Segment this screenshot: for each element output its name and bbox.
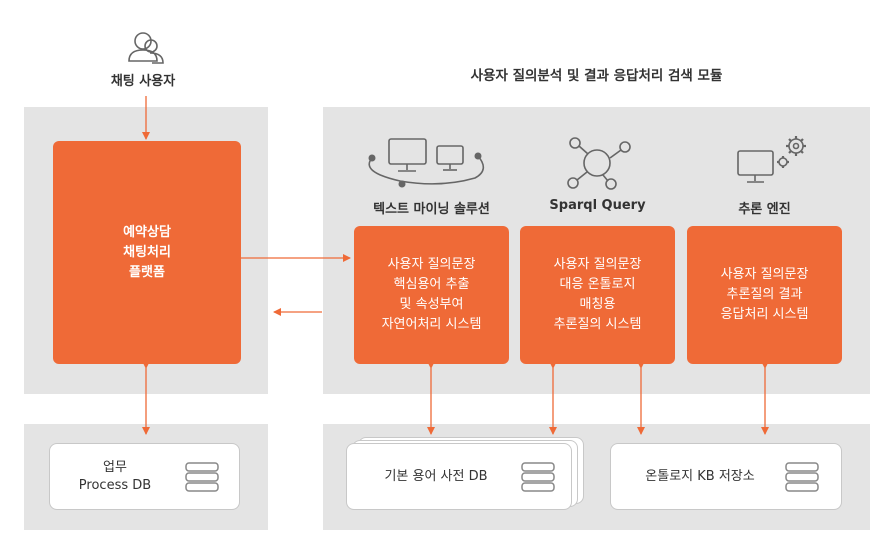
inference-system-box: 사용자 질의문장 추론질의 결과 응답처리 시스템: [687, 226, 842, 364]
platform-line-3: 플랫폼: [129, 264, 165, 280]
reservation-chat-platform: 예약상담 채팅처리 플랫폼: [53, 141, 241, 364]
nlp-line-3: 및 속성부여: [399, 297, 464, 312]
chat-user-label: 채팅 사용자: [110, 74, 176, 89]
nlp-line-1: 사용자 질의문장: [387, 257, 476, 272]
sparql-line-4: 추론질의 시스템: [553, 317, 642, 332]
inference-line-1: 사용자 질의문장: [720, 267, 809, 282]
ontology-kb-label: 온톨로지 KB 저장소: [645, 469, 755, 484]
nlp-line-2: 핵심용어 추출: [393, 277, 470, 292]
sparql-query-label: Sparql Query: [549, 198, 646, 213]
process-db-line-1: 업무: [103, 460, 127, 475]
nlp-system-box: 사용자 질의문장 핵심용어 추출 및 속성부여 자연어처리 시스템: [354, 226, 509, 364]
process-db-line-2: Process DB: [78, 478, 152, 493]
text-mining-label: 텍스트 마이닝 솔루션: [373, 202, 490, 217]
module-title: 사용자 질의분석 및 결과 응답처리 검색 모듈: [470, 68, 723, 84]
sparql-line-3: 매칭용: [579, 297, 616, 312]
inference-line-2: 추론질의 결과: [726, 287, 803, 302]
nlp-line-4: 자연어처리 시스템: [381, 317, 482, 332]
platform-line-2: 채팅처리: [123, 244, 171, 260]
inference-engine-label: 추론 엔진: [738, 202, 791, 217]
inference-line-3: 응답처리 시스템: [720, 307, 809, 322]
sparql-system-box: 사용자 질의문장 대응 온톨로지 매칭용 추론질의 시스템: [520, 226, 675, 364]
platform-line-1: 예약상담: [123, 224, 171, 240]
sparql-line-2: 대응 온톨로지: [559, 277, 636, 292]
basic-terms-db-label: 기본 용어 사전 DB: [384, 469, 488, 484]
sparql-line-1: 사용자 질의문장: [553, 257, 642, 272]
